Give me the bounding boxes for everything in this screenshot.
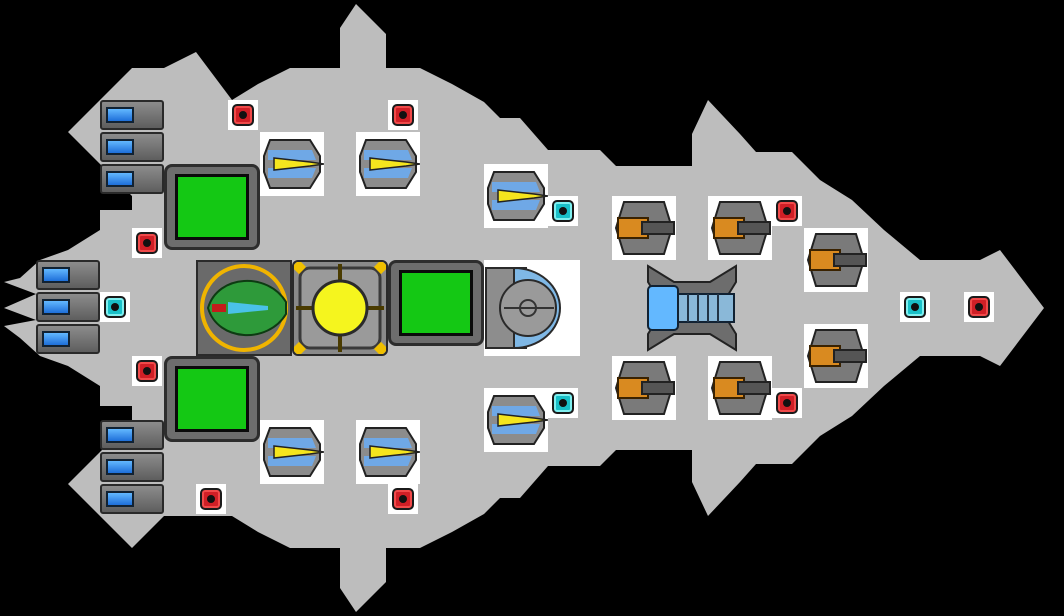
red-module-icon[interactable] — [772, 196, 802, 226]
cyan-module-icon[interactable] — [100, 292, 130, 322]
cyan-module-icon[interactable] — [548, 388, 578, 418]
cannon-turret-icon[interactable] — [804, 228, 868, 292]
thruster-icon[interactable] — [100, 484, 164, 514]
red-module-icon[interactable] — [772, 388, 802, 418]
red-module-icon[interactable] — [132, 228, 162, 258]
thruster-icon[interactable] — [36, 260, 100, 290]
red-module-icon[interactable] — [196, 484, 226, 514]
cargo-bay-icon[interactable] — [388, 260, 484, 346]
red-module-icon[interactable] — [388, 484, 418, 514]
thruster-icon[interactable] — [100, 452, 164, 482]
missile-launcher-icon[interactable] — [484, 164, 549, 228]
thruster-icon[interactable] — [100, 100, 164, 130]
dome-icon[interactable] — [484, 260, 580, 356]
cannon-turret-icon[interactable] — [612, 356, 676, 420]
missile-launcher-icon[interactable] — [356, 132, 421, 196]
red-module-icon[interactable] — [388, 100, 418, 130]
thruster-icon[interactable] — [100, 132, 164, 162]
cyan-module-icon[interactable] — [548, 196, 578, 226]
thruster-icon[interactable] — [36, 292, 100, 322]
red-module-icon[interactable] — [228, 100, 258, 130]
missile-launcher-icon[interactable] — [484, 388, 549, 452]
cannon-turret-icon[interactable] — [804, 324, 868, 388]
cannon-turret-icon[interactable] — [708, 356, 772, 420]
engine-core-icon[interactable] — [644, 262, 740, 354]
thruster-icon[interactable] — [100, 420, 164, 450]
reactor-icon[interactable] — [291, 259, 389, 357]
cargo-bay-icon[interactable] — [164, 356, 260, 442]
cyan-module-icon[interactable] — [900, 292, 930, 322]
missile-launcher-icon[interactable] — [356, 420, 421, 484]
thruster-icon[interactable] — [36, 324, 100, 354]
cannon-turret-icon[interactable] — [612, 196, 676, 260]
thruster-icon[interactable] — [100, 164, 164, 194]
missile-launcher-icon[interactable] — [260, 420, 325, 484]
missile-launcher-icon[interactable] — [260, 132, 325, 196]
cargo-bay-icon[interactable] — [164, 164, 260, 250]
red-module-icon[interactable] — [132, 356, 162, 386]
cannon-turret-icon[interactable] — [708, 196, 772, 260]
red-module-icon[interactable] — [964, 292, 994, 322]
cockpit-icon[interactable] — [196, 260, 292, 356]
